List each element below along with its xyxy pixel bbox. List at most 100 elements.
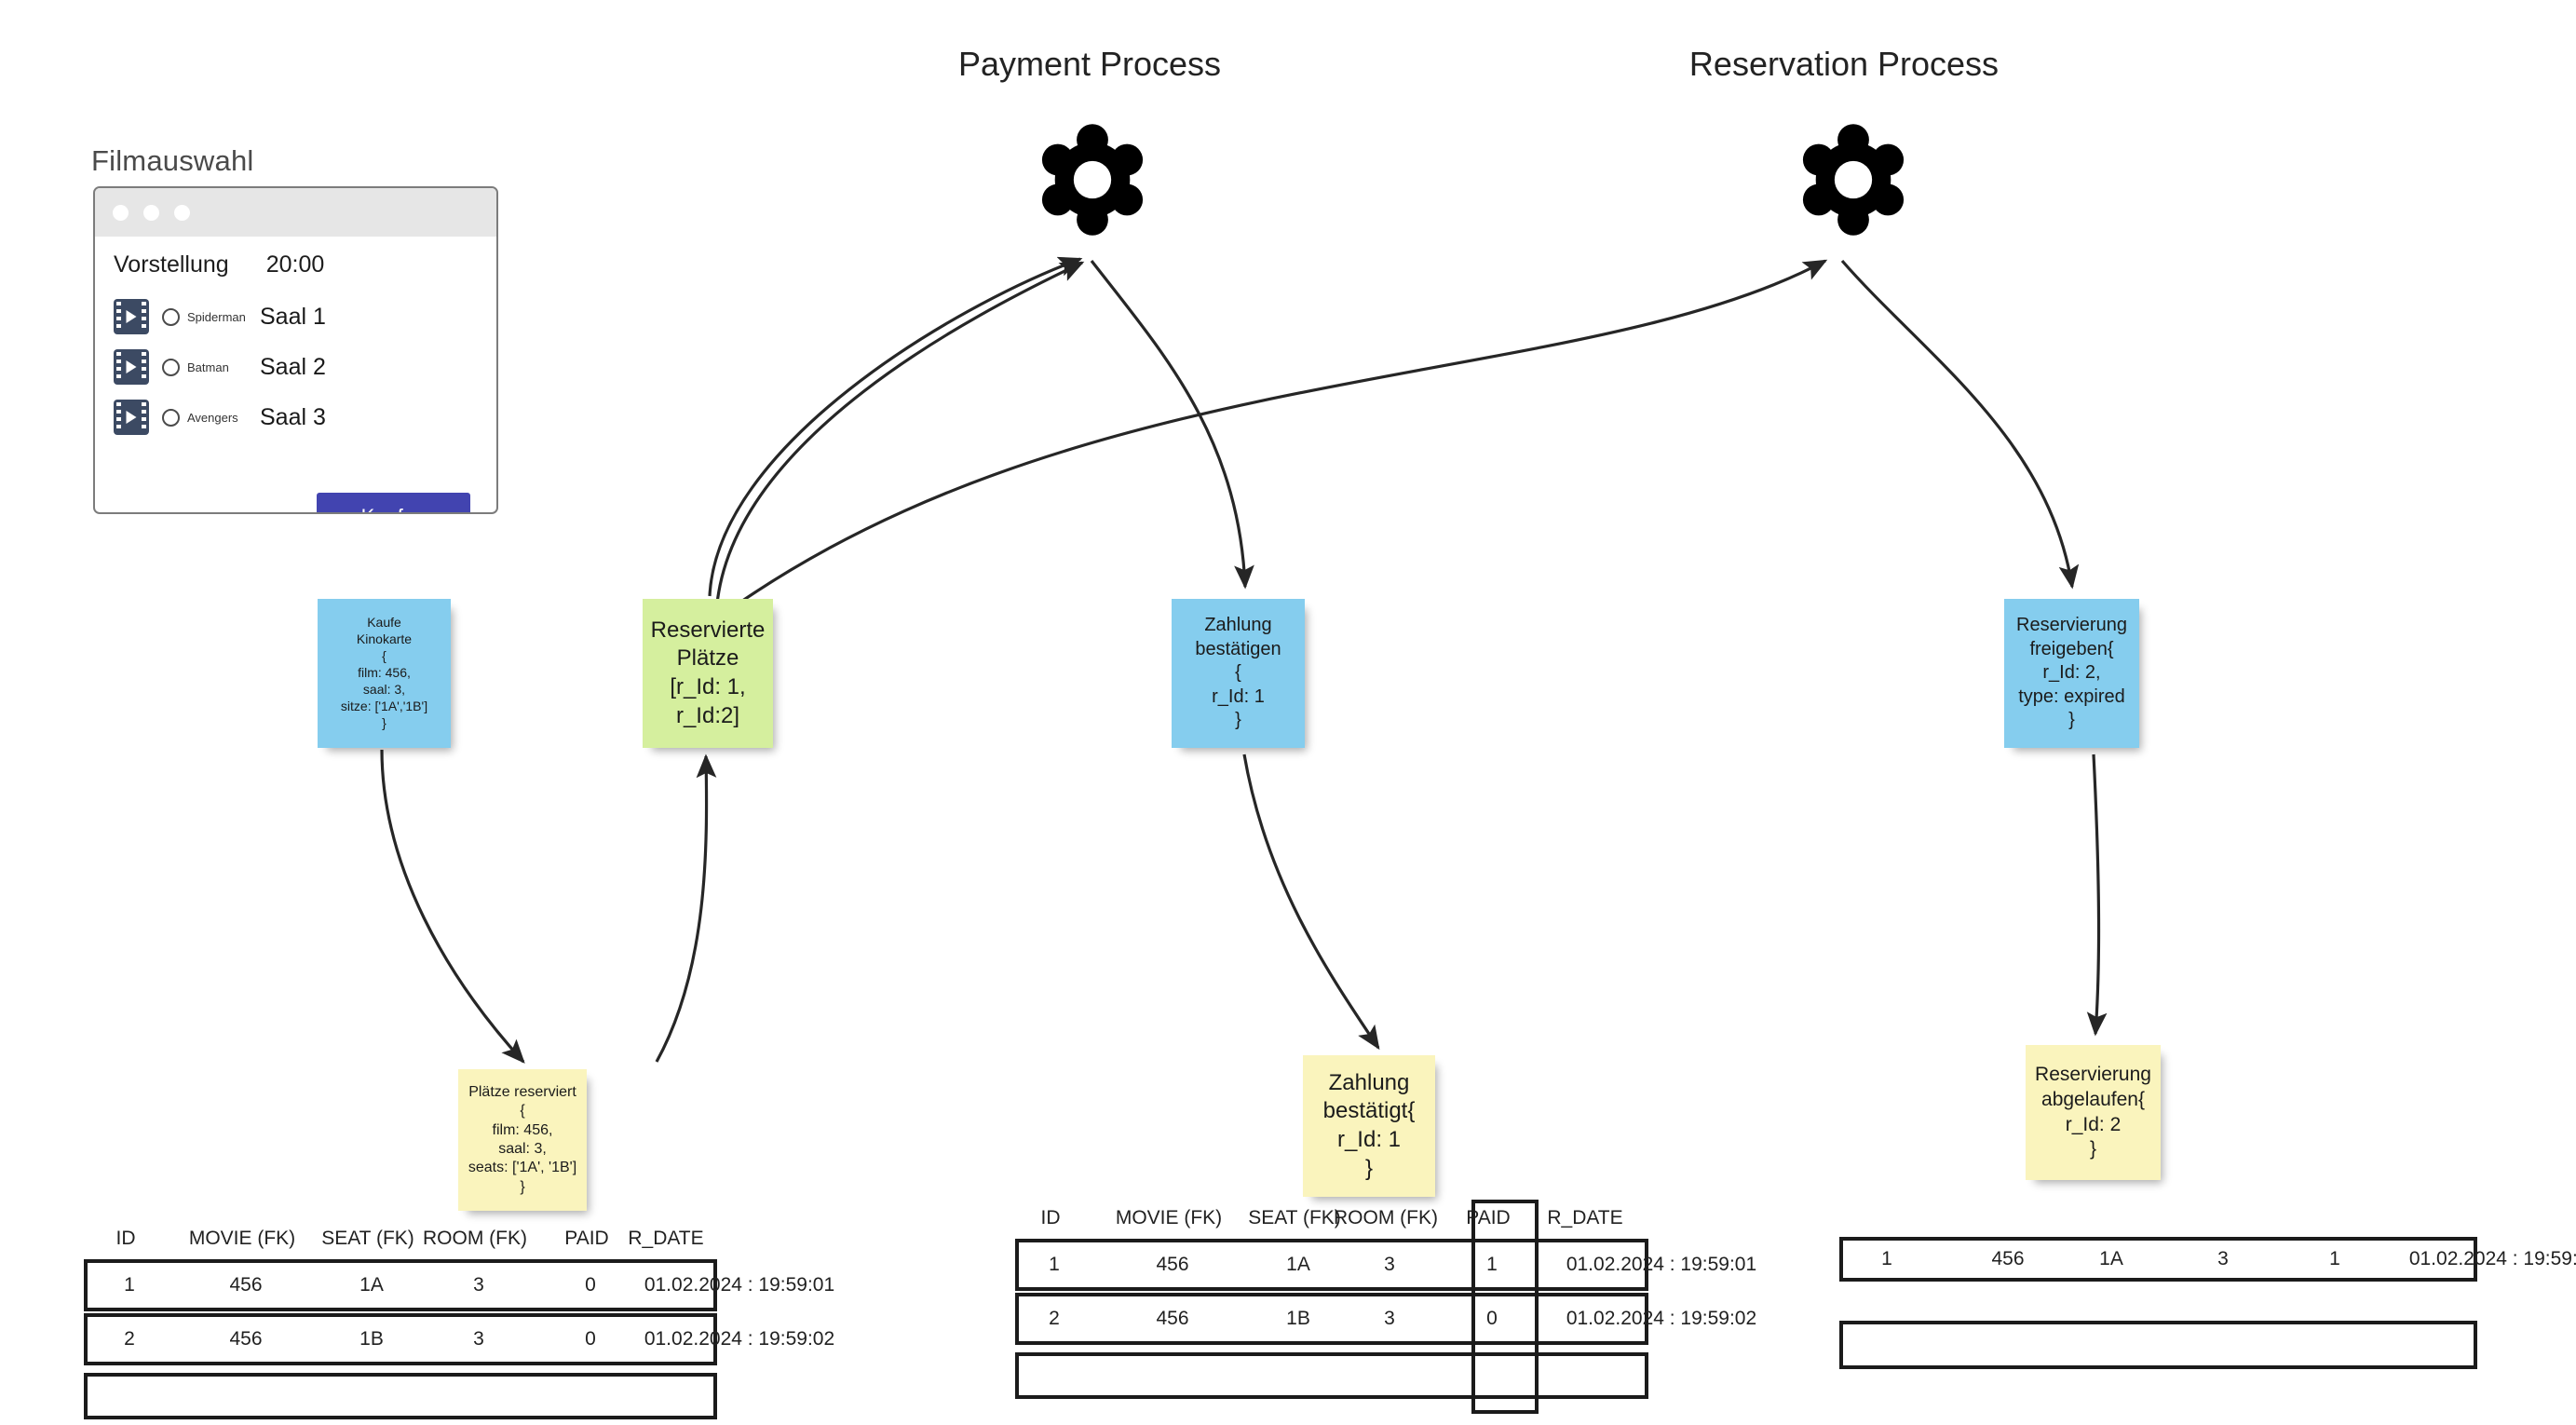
cell-room: 3 bbox=[1384, 1308, 1395, 1329]
col-movie: MOVIE (FK) bbox=[1115, 1207, 1223, 1228]
cell-paid: 0 bbox=[585, 1328, 596, 1350]
table-row: 2 456 1B 3 0 01.02.2024 : 19:59:02 bbox=[84, 1313, 834, 1365]
movie-room: Saal 1 bbox=[260, 303, 326, 330]
radio-avengers[interactable] bbox=[162, 408, 180, 427]
cell-rdate: 01.02.2024 : 19:59:02 bbox=[644, 1328, 835, 1350]
cell-id: 1 bbox=[124, 1274, 135, 1296]
cell-movie: 456 bbox=[1156, 1254, 1189, 1275]
cell-rdate: 01.02.2024 : 19:59:01 bbox=[1566, 1254, 1757, 1275]
window-titlebar bbox=[95, 188, 496, 237]
col-id: ID bbox=[1040, 1207, 1061, 1228]
table-row: 1 456 1A 3 1 01.02.2024 : 19:59:01 bbox=[1015, 1239, 1756, 1291]
cell-rdate: 01.02.2024 : 19:59:02 bbox=[1566, 1308, 1757, 1329]
arrow-zahlung-to-bestaetigt bbox=[1242, 753, 1380, 1051]
table-right: 1 456 1A 3 1 01.02.2024 : 19:59:01 bbox=[1839, 1237, 2576, 1369]
movie-room: Saal 2 bbox=[260, 353, 326, 380]
col-seat: SEAT (FK) bbox=[321, 1228, 414, 1249]
movie-title: Spiderman bbox=[187, 309, 246, 324]
arrow-freigeben-to-abgelaufen bbox=[2086, 753, 2108, 1037]
table-row: 1 456 1A 3 1 01.02.2024 : 19:59:01 bbox=[1839, 1237, 2576, 1282]
cell-seat: 1B bbox=[1286, 1308, 1310, 1329]
cell-room: 3 bbox=[473, 1328, 484, 1350]
col-paid: PAID bbox=[1466, 1207, 1511, 1228]
arrow-green-to-payment-2 bbox=[715, 261, 1085, 604]
cell-movie: 456 bbox=[1156, 1308, 1189, 1329]
movie-title: Batman bbox=[187, 360, 229, 374]
cell-id: 1 bbox=[1049, 1254, 1060, 1275]
reservation-process-title: Reservation Process bbox=[1688, 45, 2000, 83]
note-plaetze-reserviert: Plätze reserviert { film: 456, saal: 3, … bbox=[458, 1069, 587, 1211]
cell-paid: 1 bbox=[2329, 1248, 2340, 1269]
arrow-reserviert-to-green bbox=[655, 753, 717, 1063]
cell-paid: 1 bbox=[1486, 1254, 1498, 1275]
col-rdate: R_DATE bbox=[628, 1228, 704, 1249]
payment-process-title: Payment Process bbox=[957, 45, 1222, 83]
arrow-green-to-reservation bbox=[735, 259, 1828, 607]
table-middle: ID MOVIE (FK) SEAT (FK) ROOM (FK) PAID R… bbox=[1015, 1207, 1756, 1399]
cell-movie: 456 bbox=[1991, 1248, 2025, 1269]
window-dot-minimize[interactable] bbox=[143, 204, 159, 221]
vorstellung-time: 20:00 bbox=[265, 251, 325, 278]
movie-room: Saal 3 bbox=[260, 403, 326, 430]
arrow-payment-to-zahlung bbox=[1090, 260, 1254, 590]
vorstellung-label: Vorstellung bbox=[114, 251, 229, 278]
gear-icon bbox=[1032, 119, 1153, 245]
col-seat: SEAT (FK) bbox=[1248, 1207, 1341, 1228]
table-row-empty bbox=[1015, 1352, 1648, 1399]
note-reservierung-freigeben: Reservierung freigeben{ r_Id: 2, type: e… bbox=[2004, 599, 2139, 748]
cell-id: 2 bbox=[124, 1328, 135, 1350]
arrow-green-to-payment bbox=[708, 256, 1083, 597]
cell-room: 3 bbox=[1384, 1254, 1395, 1275]
col-id: ID bbox=[115, 1228, 136, 1249]
cell-rdate: 01.02.2024 : 19:59:01 bbox=[2408, 1248, 2576, 1269]
cell-seat: 1B bbox=[359, 1328, 384, 1350]
cell-seat: 1A bbox=[2099, 1248, 2123, 1269]
film-icon bbox=[114, 400, 149, 435]
radio-spiderman[interactable] bbox=[162, 307, 180, 326]
movie-row-spiderman[interactable]: Spiderman Saal 1 bbox=[95, 292, 496, 342]
note-kaufe-kinokarte: Kaufe Kinokarte { film: 456, saal: 3, si… bbox=[318, 599, 451, 748]
cell-id: 2 bbox=[1049, 1308, 1060, 1329]
filmauswahl-body: Vorstellung 20:00 Spiderman Saal 1 Batma… bbox=[95, 237, 496, 512]
radio-batman[interactable] bbox=[162, 358, 180, 376]
film-icon bbox=[114, 349, 149, 385]
cell-room: 3 bbox=[473, 1274, 484, 1296]
table-row-empty bbox=[84, 1373, 717, 1419]
cell-seat: 1A bbox=[359, 1274, 384, 1296]
cell-paid: 0 bbox=[585, 1274, 596, 1296]
movie-title: Avengers bbox=[187, 410, 238, 425]
movie-row-batman[interactable]: Batman Saal 2 bbox=[95, 342, 496, 392]
filmauswahl-heading: Filmauswahl bbox=[91, 144, 254, 177]
table-row: 1 456 1A 3 0 01.02.2024 : 19:59:01 bbox=[84, 1259, 834, 1311]
window-dot-maximize[interactable] bbox=[174, 204, 190, 221]
table-middle-header: ID MOVIE (FK) SEAT (FK) ROOM (FK) PAID R… bbox=[1015, 1207, 1648, 1239]
note-reservierte-plaetze: Reservierte Plätze [r_Id: 1, r_Id:2] bbox=[643, 599, 773, 748]
window-dot-close[interactable] bbox=[113, 204, 129, 221]
cell-room: 3 bbox=[2217, 1248, 2229, 1269]
table-row: 2 456 1B 3 0 01.02.2024 : 19:59:02 bbox=[1015, 1293, 1756, 1345]
arrow-reservation-to-freigeben bbox=[1840, 259, 2080, 590]
note-reservierung-abgelaufen: Reservierung abgelaufen{ r_Id: 2 } bbox=[2026, 1045, 2161, 1180]
arrow-kaufe-to-reserviert bbox=[380, 749, 525, 1064]
col-room: ROOM (FK) bbox=[423, 1228, 527, 1249]
col-paid: PAID bbox=[564, 1228, 609, 1249]
table-row-empty bbox=[1839, 1321, 2477, 1369]
col-movie: MOVIE (FK) bbox=[188, 1228, 296, 1249]
note-zahlung-bestaetigt: Zahlung bestätigt{ r_Id: 1 } bbox=[1303, 1055, 1435, 1197]
col-rdate: R_DATE bbox=[1547, 1207, 1623, 1228]
film-icon bbox=[114, 299, 149, 334]
cell-movie: 456 bbox=[229, 1328, 263, 1350]
cell-movie: 456 bbox=[229, 1274, 263, 1296]
note-zahlung-bestaetigen: Zahlung bestätigen { r_Id: 1 } bbox=[1172, 599, 1305, 748]
cell-seat: 1A bbox=[1286, 1254, 1310, 1275]
cell-rdate: 01.02.2024 : 19:59:01 bbox=[644, 1274, 835, 1296]
vorstellung-row: Vorstellung 20:00 bbox=[95, 251, 496, 278]
movie-row-avengers[interactable]: Avengers Saal 3 bbox=[95, 392, 496, 442]
filmauswahl-window: Vorstellung 20:00 Spiderman Saal 1 Batma… bbox=[93, 186, 498, 514]
table-left: ID MOVIE (FK) SEAT (FK) ROOM (FK) PAID R… bbox=[84, 1228, 834, 1419]
kaufen-button[interactable]: Kaufen bbox=[317, 493, 470, 512]
table-left-header: ID MOVIE (FK) SEAT (FK) ROOM (FK) PAID R… bbox=[84, 1228, 717, 1259]
cell-id: 1 bbox=[1881, 1248, 1892, 1269]
col-room: ROOM (FK) bbox=[1334, 1207, 1438, 1228]
